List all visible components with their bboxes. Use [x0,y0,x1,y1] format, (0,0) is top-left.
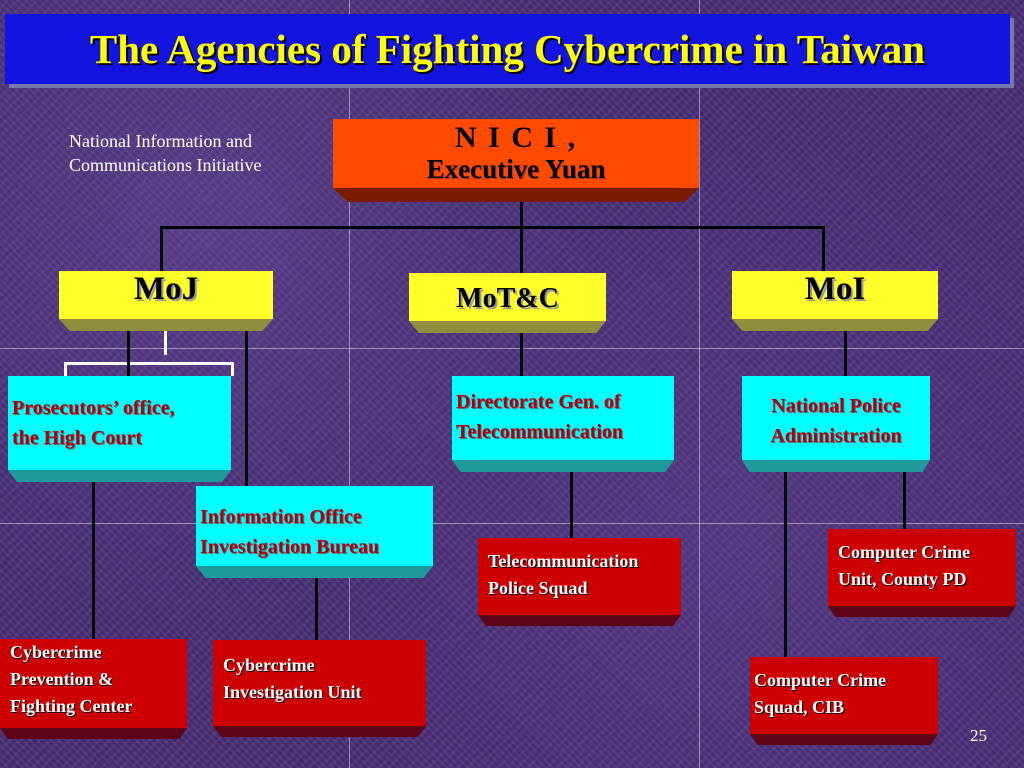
grid-line [699,0,700,768]
motc-label: MoT&C [456,283,559,314]
motc-box: MoT&C [409,273,606,333]
grid-line [349,0,350,768]
cybercrime-unit-box: Cybercrime Investigation Unit [213,640,426,737]
connector-line [160,226,163,272]
information-office-label: Investigation Bureau [200,536,380,558]
connector-line [92,478,95,639]
cib-squad-box: Computer Crime Squad, CIB [750,657,938,745]
connector-line [64,362,234,365]
moj-box: MoJ [59,271,273,331]
county-pd-label: Unit, County PD [838,569,967,589]
connector-line [822,226,825,272]
telecom-police-box: Telecommunication Police Squad [478,538,681,626]
connector-line [520,199,523,227]
connector-line [784,459,787,657]
national-police-label: Administration [770,425,902,447]
information-office-box: Information Office Investigation Bureau [196,486,433,578]
prosecutors-office-label: Prosecutors’ office, [12,397,175,419]
slide-title-bar: The Agencies of Fighting Cybercrime in T… [5,14,1010,84]
telecom-police-label: Telecommunication [488,551,639,571]
connector-line [160,226,825,229]
directorate-telecom-label: Telecommunication [456,421,624,443]
slide-title: The Agencies of Fighting Cybercrime in T… [89,26,926,72]
executive-yuan-label: Executive Yuan [426,153,606,184]
cib-squad-label: Squad, CIB [754,697,845,717]
national-police-box: National Police Administration [742,376,930,472]
connector-line [520,329,523,377]
connector-line [844,329,847,376]
cybercrime-unit-label: Cybercrime [223,655,315,675]
connector-line [231,362,234,376]
cybercrime-center-label: Prevention & [10,669,114,689]
cybercrime-center-label: Fighting Center [10,696,133,716]
moi-label: MoI [804,270,866,307]
county-pd-label: Computer Crime [838,542,971,562]
grid-line [0,348,1024,349]
connector-line [64,362,67,376]
connector-line [570,459,573,539]
cybercrime-unit-label: Investigation Unit [223,682,362,702]
nici-note: National Information and Communications … [69,129,261,177]
nici-executive-yuan-box: N I C I , Executive Yuan [333,119,699,202]
moi-box: MoI [732,271,938,331]
information-office-label: Information Office [200,506,362,528]
cybercrime-center-box: Cybercrime Prevention & Fighting Center [0,639,187,739]
cib-squad-label: Computer Crime [754,670,887,690]
cybercrime-center-label: Cybercrime [10,642,102,662]
connector-line [315,578,318,640]
moj-label: MoJ [133,270,199,307]
page-number: 25 [970,726,987,745]
connector-line [127,325,130,377]
grid-line [0,523,1024,524]
connector-line [520,226,523,274]
nici-label: N I C I , [454,120,578,154]
prosecutors-office-box: Prosecutors’ office, the High Court [8,376,231,482]
national-police-label: National Police [771,395,901,417]
telecom-police-label: Police Squad [488,578,588,598]
connector-line [164,331,167,355]
nici-note-line: National Information and [69,131,252,151]
county-pd-box: Computer Crime Unit, County PD [828,529,1016,617]
nici-note-line: Communications Initiative [69,155,262,175]
connector-line [903,459,906,529]
connector-line [245,325,248,488]
prosecutors-office-label: the High Court [12,427,142,449]
directorate-telecom-box: Directorate Gen. of Telecommunication [452,376,674,472]
directorate-telecom-label: Directorate Gen. of [456,391,621,413]
